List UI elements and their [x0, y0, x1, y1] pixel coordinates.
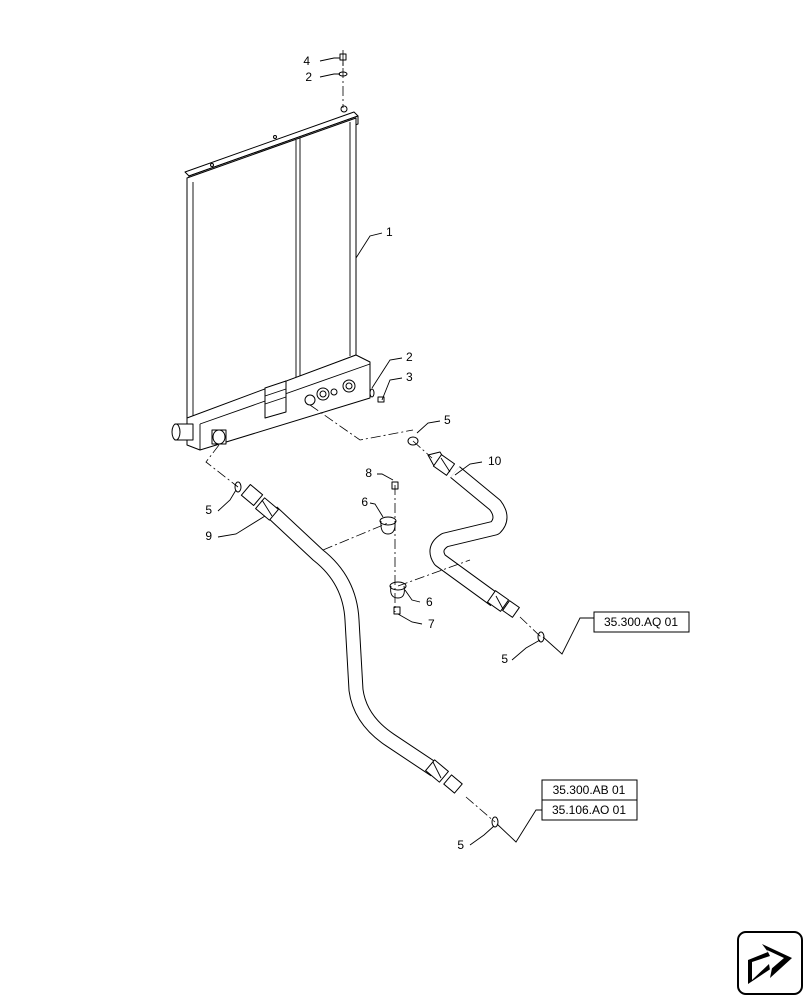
callout-1: 1	[386, 225, 393, 239]
callout-2-right: 2	[406, 350, 413, 364]
callout-5-left: 5	[205, 503, 212, 517]
bolt-right	[369, 388, 385, 403]
callout-3: 3	[406, 370, 413, 384]
callout-6-upper: 6	[361, 495, 368, 509]
callout-6-lower: 6	[426, 595, 433, 609]
reference-ab-label[interactable]: 35.300.AB 01	[553, 783, 626, 797]
reference-aq-label[interactable]: 35.300.AQ 01	[604, 615, 678, 629]
callout-10: 10	[488, 454, 502, 468]
callout-4-top: 4	[303, 54, 310, 68]
leader-lines	[217, 57, 594, 846]
callout-5-right: 5	[501, 652, 508, 666]
clamp-assembly	[379, 481, 407, 615]
reference-ao-label[interactable]: 35.106.AO 01	[552, 803, 626, 817]
next-page-arrow-icon[interactable]	[737, 931, 803, 995]
reference-ao[interactable]: 35.106.AO 01	[541, 799, 638, 821]
hose-10	[427, 451, 520, 618]
callout-9: 9	[205, 529, 212, 543]
reference-ab[interactable]: 35.300.AB 01	[541, 779, 638, 801]
callout-2-top: 2	[305, 70, 312, 84]
o-rings	[234, 436, 545, 828]
centerlines	[205, 404, 542, 823]
callout-5-upper-right: 5	[444, 413, 451, 427]
reference-aq[interactable]: 35.300.AQ 01	[593, 611, 690, 633]
hose-9	[240, 483, 463, 794]
callout-5-bottom: 5	[457, 838, 464, 852]
callout-7: 7	[428, 617, 435, 631]
oil-cooler	[171, 105, 371, 451]
callout-8: 8	[365, 466, 372, 480]
